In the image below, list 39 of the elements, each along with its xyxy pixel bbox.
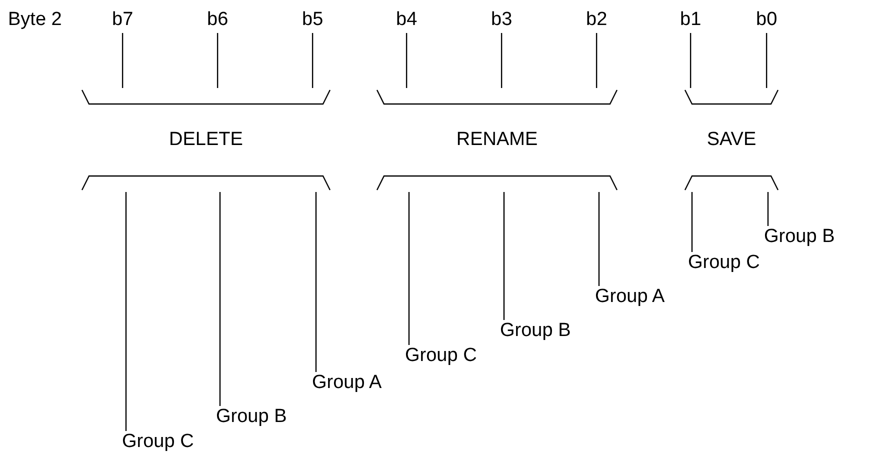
bit-label: b3 [491, 9, 512, 31]
byte-label: Byte 2 [8, 9, 62, 31]
connector-line [500, 33, 502, 88]
group-label: Group C [688, 252, 760, 274]
bit-label: b4 [396, 9, 418, 31]
connector-line [122, 33, 124, 88]
bracket-group [377, 88, 617, 192]
connector-line [125, 192, 127, 431]
connector-line [312, 33, 314, 88]
connector-line [216, 33, 218, 88]
connector-line [691, 192, 693, 252]
connector-line [219, 192, 221, 406]
group-label: Group B [216, 406, 287, 428]
bracket-group [685, 88, 778, 192]
connector-line [596, 33, 598, 88]
group-label: Group A [595, 286, 665, 308]
connector-line [408, 192, 410, 345]
field-name: DELETE [169, 129, 243, 151]
connector-line [767, 192, 769, 226]
field-name: RENAME [456, 129, 538, 151]
bracket-group [82, 88, 330, 192]
group-label: Group B [500, 320, 571, 342]
connector-line [406, 33, 408, 88]
group-label: Group C [122, 431, 194, 453]
bit-label: b1 [680, 9, 702, 31]
connector-line [503, 192, 505, 320]
connector-line [598, 192, 600, 286]
bit-label: b6 [207, 9, 228, 31]
group-label: Group A [312, 372, 382, 394]
connector-line [690, 33, 692, 88]
group-label: Group B [764, 226, 835, 248]
bit-label: b7 [112, 9, 134, 31]
field-name: SAVE [706, 129, 756, 151]
group-label: Group C [405, 345, 477, 367]
connector-line [315, 192, 317, 372]
bit-label: b5 [302, 9, 324, 31]
bit-label: b0 [756, 9, 778, 31]
connector-line [766, 33, 768, 88]
bit-label: b2 [586, 9, 608, 31]
